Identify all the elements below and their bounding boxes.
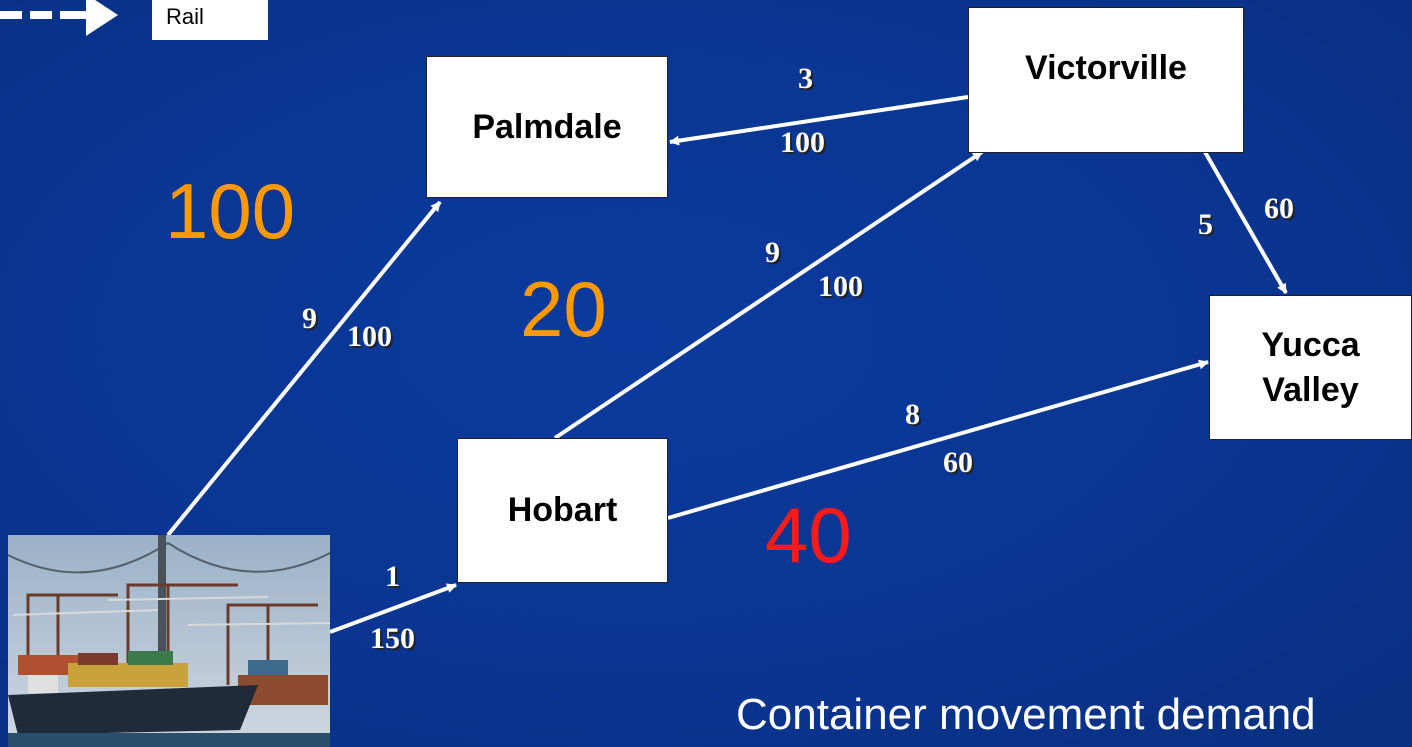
edge-victorville-yucca (1203, 151, 1288, 294)
node-yucca-valley: Yucca Valley (1209, 295, 1412, 440)
legend-rail-label: Rail (152, 0, 268, 40)
legend-rail-arrow (0, 0, 118, 36)
node-palmdale: Palmdale (426, 56, 668, 198)
edge-victorville-yucca-capacity: 60 (1264, 192, 1294, 225)
demand-palmdale: 100 (165, 167, 296, 255)
edge-hobart-victorville-cost: 9 (765, 236, 780, 269)
edge-port-hobart (329, 583, 457, 634)
edge-hobart-victorville (553, 150, 984, 440)
node-victorville: Victorville (968, 7, 1244, 153)
edge-port-hobart-cost: 1 (385, 560, 400, 593)
footer-caption: Container movement demand (736, 690, 1316, 739)
edge-victorville-palmdale-cost: 3 (798, 62, 813, 95)
edge-port-hobart-capacity: 150 (370, 622, 415, 655)
edge-victorville-yucca-cost: 5 (1198, 208, 1213, 241)
edge-port-palmdale-cost: 9 (302, 302, 317, 335)
edge-port-palmdale-capacity: 100 (347, 320, 392, 353)
demand-yucca-valley: 40 (765, 491, 852, 579)
edge-hobart-yucca-capacity: 60 (943, 446, 973, 479)
edge-hobart-yucca (667, 359, 1209, 520)
demand-victorville: 20 (520, 265, 607, 353)
port-photo (8, 535, 330, 747)
edge-victorville-palmdale-capacity: 100 (780, 126, 825, 159)
edge-hobart-yucca-cost: 8 (905, 398, 920, 431)
edge-port-palmdale (166, 200, 442, 537)
edge-hobart-victorville-capacity: 100 (818, 270, 863, 303)
node-hobart: Hobart (457, 438, 668, 583)
edge-victorville-palmdale (669, 95, 969, 146)
